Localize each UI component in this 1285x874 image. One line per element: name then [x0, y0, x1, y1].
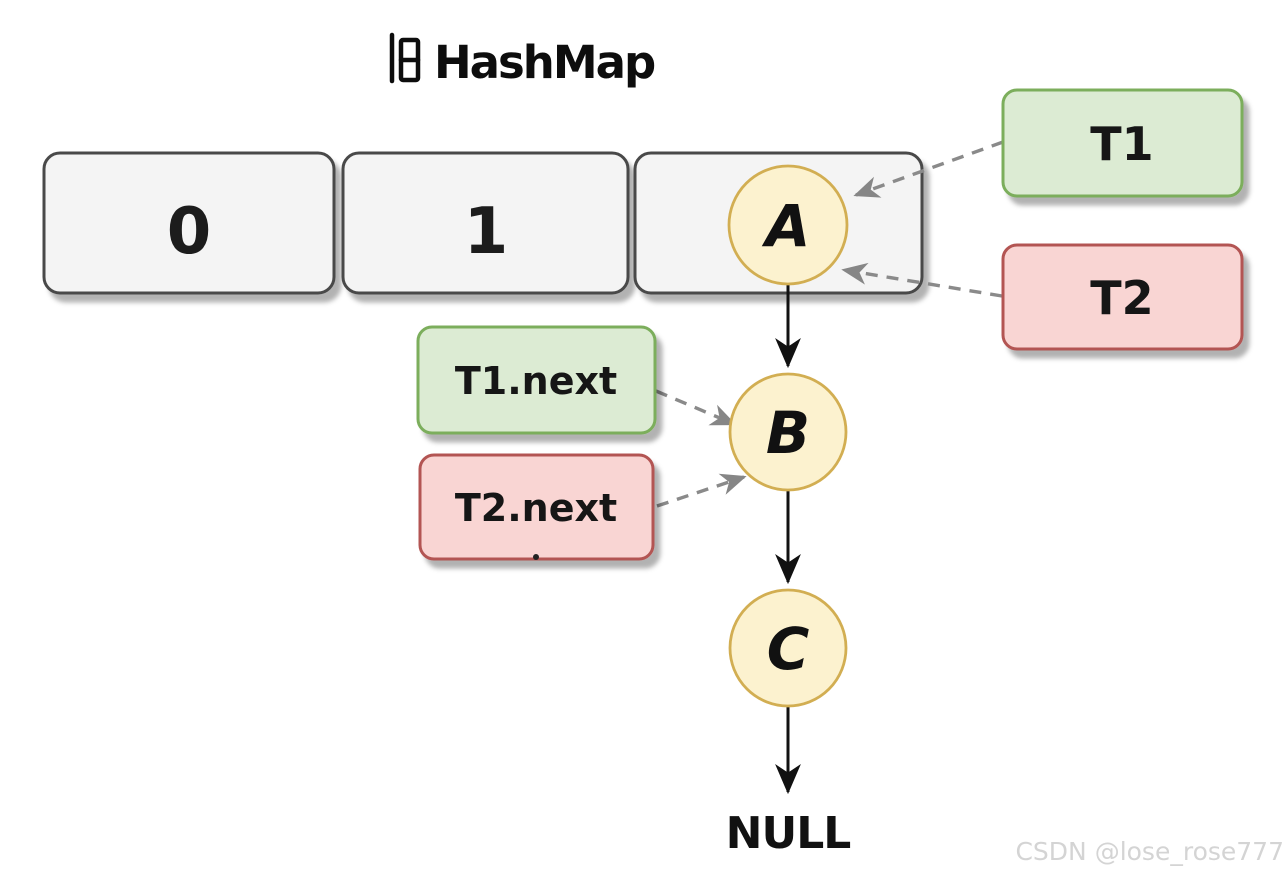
null-label: NULL — [726, 808, 851, 859]
bucket-0-label: 0 — [167, 195, 212, 269]
node-a: A — [727, 164, 849, 286]
stray-dot — [533, 554, 539, 560]
node-b-circle — [728, 372, 848, 492]
t2-box: T2 — [1001, 243, 1244, 351]
t2-next-label: T2.next — [455, 486, 617, 530]
title-text: HashMap — [434, 36, 655, 89]
dashed-arrow-t1next-to-b — [655, 389, 737, 426]
watermark: CSDN @lose_rose777 — [1015, 837, 1284, 866]
t2-next-box: T2.next — [418, 453, 655, 561]
t1-next-label: T1.next — [455, 359, 617, 403]
node-c-label: C — [767, 615, 810, 683]
dashed-arrow-t2next-to-b — [656, 473, 747, 508]
node-c: C — [728, 588, 848, 708]
node-a-circle — [727, 164, 849, 286]
t2-label: T2 — [1090, 271, 1153, 325]
t1-label: T1 — [1090, 117, 1153, 171]
bucket-1-label: 1 — [464, 195, 509, 269]
dashed-arrow-t1-to-a — [853, 140, 1004, 198]
diagram-title: HashMap — [389, 32, 657, 89]
kanji-old-glyph — [389, 32, 421, 84]
bucket-array: 0 1 — [42, 151, 924, 295]
node-a-label: A — [762, 192, 811, 260]
t1-box-rect — [1001, 88, 1244, 198]
bucket-1 — [341, 151, 630, 295]
node-b: B — [728, 372, 848, 492]
bucket-0 — [42, 151, 336, 295]
t2-box-rect — [1001, 243, 1244, 351]
t1-box: T1 — [1001, 88, 1244, 198]
t1-next-box: T1.next — [416, 325, 657, 435]
dashed-arrow-t2-to-a — [841, 262, 1003, 298]
t1-next-box-rect — [416, 325, 657, 435]
node-b-label: B — [766, 399, 810, 467]
node-c-circle — [728, 588, 848, 708]
